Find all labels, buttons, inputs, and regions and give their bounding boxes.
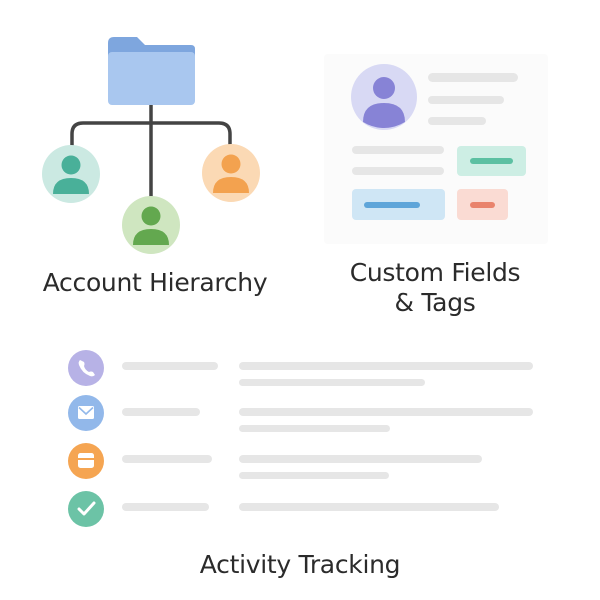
user-icon-teal <box>42 145 100 203</box>
user-icon-green <box>122 196 180 254</box>
tag-teal <box>457 146 526 176</box>
user-icon-orange <box>202 144 260 202</box>
activity-tracking-diagram <box>68 350 533 527</box>
activity-row-call <box>68 350 533 386</box>
custom-fields-diagram <box>351 64 526 220</box>
user-avatar-icon <box>351 64 417 130</box>
calendar-icon <box>68 443 104 479</box>
activity-row-email <box>68 395 533 432</box>
tag-red <box>457 189 508 220</box>
check-icon <box>68 491 104 527</box>
mail-icon <box>68 395 104 431</box>
activity-row-task <box>68 491 499 527</box>
field-placeholders <box>352 73 518 175</box>
account-hierarchy-diagram <box>42 37 260 254</box>
phone-icon <box>68 350 104 386</box>
folder-icon <box>108 37 195 105</box>
custom-fields-title: Custom Fields & Tags <box>349 258 521 317</box>
tag-blue <box>352 189 445 220</box>
activity-row-meeting <box>68 443 482 479</box>
activity-tracking-title: Activity Tracking <box>199 550 401 579</box>
hierarchy-connectors <box>70 101 232 198</box>
account-hierarchy-title: Account Hierarchy <box>42 268 268 297</box>
